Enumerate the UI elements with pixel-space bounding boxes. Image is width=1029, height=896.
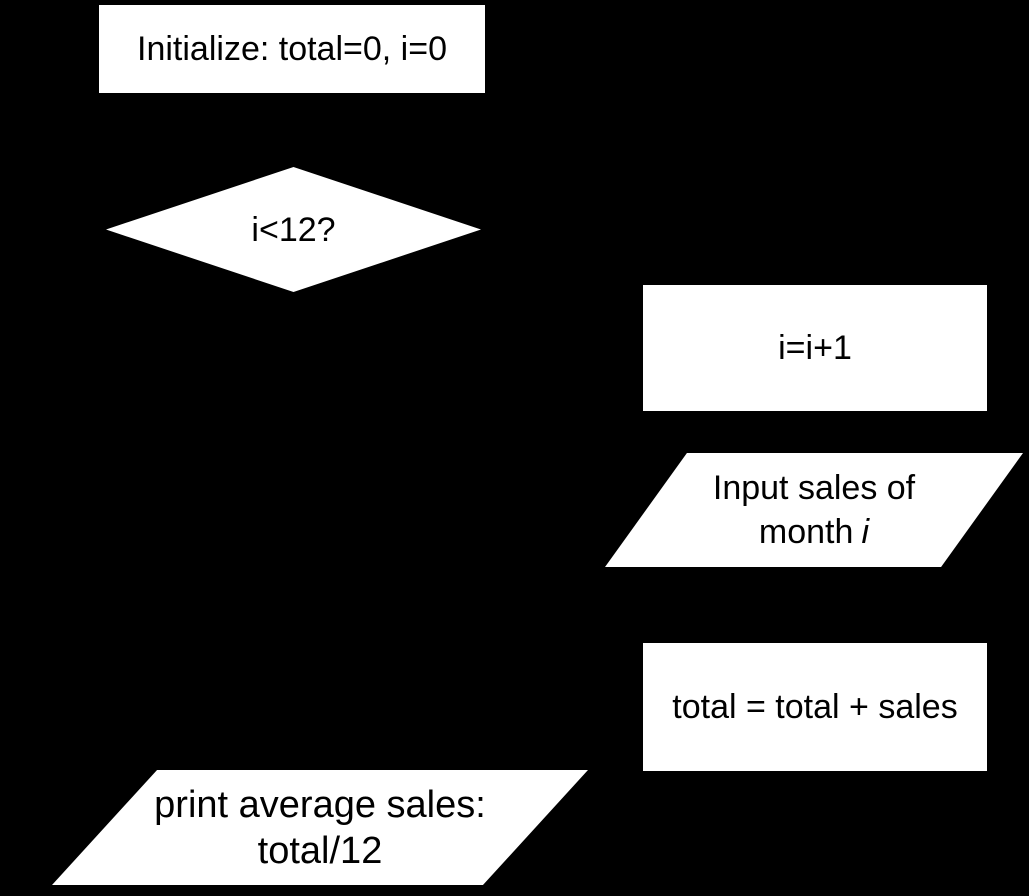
flowchart-node-increment: i=i+1: [643, 285, 987, 411]
flowchart-node-print-average: print average sales: total/12: [52, 770, 588, 885]
node-increment-label: i=i+1: [778, 329, 852, 367]
node-print-average-line2: total/12: [257, 829, 383, 872]
node-input-sales-line1: Input sales of: [712, 469, 916, 507]
node-accumulate-label: total = total + sales: [672, 688, 958, 726]
node-print-average-line1: print average sales:: [154, 783, 486, 826]
node-input-sales-loop-variable: i: [861, 513, 870, 551]
node-decision-label: i<12?: [251, 210, 336, 249]
node-input-sales-line2-text: month: [758, 513, 854, 551]
flowchart-node-accumulate: total = total + sales: [643, 643, 987, 771]
flowchart-node-initialize: Initialize: total=0, i=0: [99, 5, 485, 93]
node-initialize-label: Initialize: total=0, i=0: [137, 30, 447, 68]
flowchart-node-decision: i<12?: [106, 167, 481, 292]
